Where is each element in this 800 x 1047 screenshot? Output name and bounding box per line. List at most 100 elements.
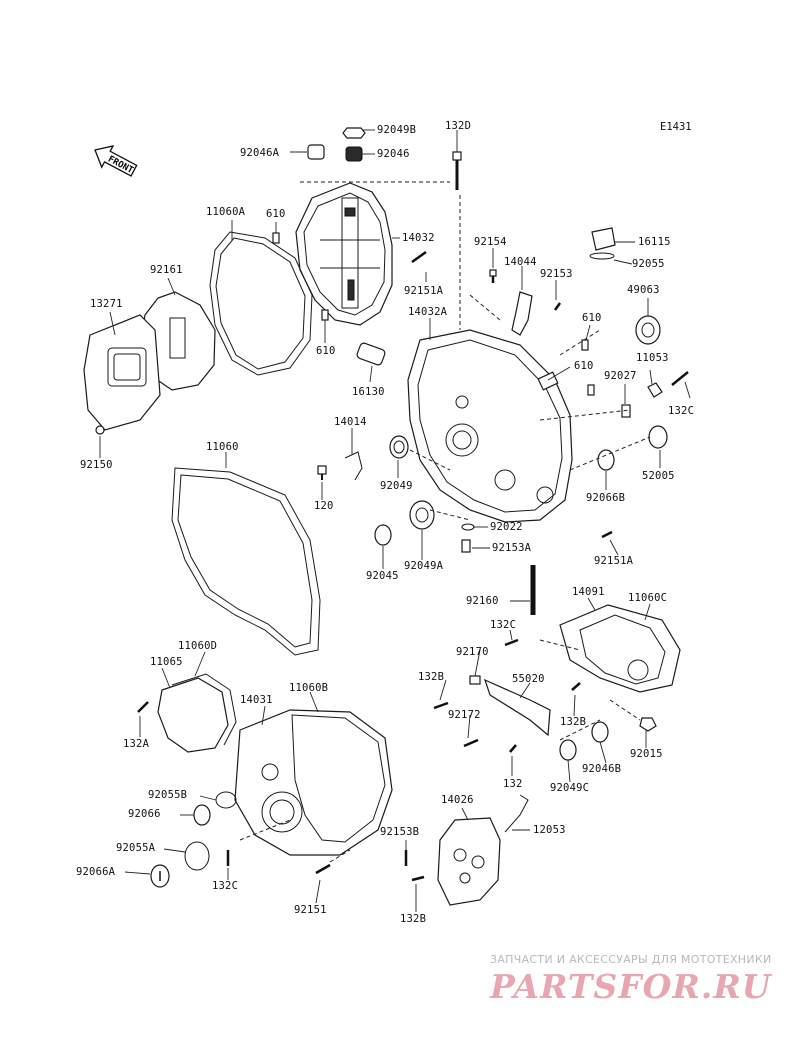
part-label[interactable]: 92046B (582, 763, 622, 775)
part-label[interactable]: 11060D (178, 640, 218, 652)
part-label[interactable]: 132C (490, 619, 517, 631)
dowel-610-a (272, 232, 280, 244)
bolt-92154 (489, 269, 497, 283)
plate-13271 (83, 314, 161, 431)
bracket-11053 (647, 382, 663, 398)
part-label[interactable]: 610 (574, 360, 594, 372)
part-label[interactable]: 14032 (402, 232, 435, 244)
lever-12053 (504, 794, 529, 833)
part-label[interactable]: 92153B (380, 826, 420, 838)
oring-92066B (597, 449, 615, 471)
part-label[interactable]: 92049A (404, 560, 444, 572)
part-label[interactable]: 11060 (206, 441, 239, 453)
bolt-132B-b (571, 682, 581, 691)
collar-92027 (621, 404, 631, 418)
part-label[interactable]: 13271 (90, 298, 123, 310)
part-label[interactable]: 14031 (240, 694, 273, 706)
part-label[interactable]: 49063 (627, 284, 660, 296)
part-label[interactable]: 92055B (148, 789, 188, 801)
watermark-logo: PARTSFOR.RU (490, 967, 772, 1006)
part-label[interactable]: 92160 (466, 595, 499, 607)
part-label[interactable]: 610 (266, 208, 286, 220)
part-label[interactable]: 92066A (76, 866, 116, 878)
part-label[interactable]: 14032A (408, 306, 448, 318)
part-label[interactable]: 14026 (441, 794, 474, 806)
cover-14031 (234, 709, 393, 856)
part-label[interactable]: 610 (316, 345, 336, 357)
part-label[interactable]: 120 (314, 500, 334, 512)
part-label[interactable]: 92151A (404, 285, 444, 297)
part-label[interactable]: 132D (445, 120, 472, 132)
part-label[interactable]: 132B (400, 913, 427, 925)
collar-92046B (591, 721, 609, 743)
part-label[interactable]: 92045 (366, 570, 399, 582)
part-label[interactable]: 92154 (474, 236, 507, 248)
part-label[interactable]: 92172 (448, 709, 481, 721)
part-label[interactable]: 92153 (540, 268, 573, 280)
clutch-cover-14032 (295, 182, 393, 326)
part-label[interactable]: 11060B (289, 682, 329, 694)
seal-92049A (409, 500, 435, 530)
part-label[interactable]: 92046 (377, 148, 410, 160)
part-label[interactable]: 92066 (128, 808, 161, 820)
part-label[interactable]: 92150 (80, 459, 113, 471)
part-label[interactable]: 92153A (492, 542, 532, 554)
collar-92046A (307, 144, 325, 160)
part-label[interactable]: 92055A (116, 842, 156, 854)
part-label[interactable]: 14044 (504, 256, 537, 268)
part-label[interactable]: 132B (418, 671, 445, 683)
part-label[interactable]: 92027 (604, 370, 637, 382)
part-label[interactable]: 16115 (638, 236, 671, 248)
part-label[interactable]: 52005 (642, 470, 675, 482)
part-label[interactable]: 92066B (586, 492, 626, 504)
bolt-92153 (553, 302, 562, 311)
part-label[interactable]: 92151A (594, 555, 634, 567)
part-label[interactable]: 610 (582, 312, 602, 324)
bolt-132 (509, 744, 517, 753)
bolt-132C-a (671, 371, 689, 386)
crankcase-cover-14032A (407, 329, 573, 523)
part-label[interactable]: 132C (212, 880, 239, 892)
part-label[interactable]: 92049C (550, 782, 590, 794)
part-label[interactable]: 11060C (628, 592, 668, 604)
nut-92049B (342, 127, 366, 139)
part-label[interactable]: 92055 (632, 258, 665, 270)
dowel-610-b (321, 309, 329, 321)
part-label[interactable]: 11060A (206, 206, 246, 218)
part-label[interactable]: 92049 (380, 480, 413, 492)
bolt-132D (452, 151, 462, 190)
plate-92161 (139, 291, 216, 391)
lever-14044 (511, 291, 533, 336)
part-label[interactable]: 12053 (533, 824, 566, 836)
part-label[interactable]: 92022 (490, 521, 523, 533)
part-label[interactable]: 92170 (456, 646, 489, 658)
dowel-610-d (587, 384, 595, 396)
part-label[interactable]: 55020 (512, 673, 545, 685)
part-label[interactable]: 92015 (630, 748, 663, 760)
gasket-11060C (579, 614, 666, 685)
part-label[interactable]: 132C (668, 405, 695, 417)
part-label[interactable]: 92046A (240, 147, 280, 159)
collar-92046 (345, 146, 363, 162)
part-label[interactable]: 11053 (636, 352, 669, 364)
bolt-92172 (463, 738, 479, 748)
part-label[interactable]: 132B (560, 716, 587, 728)
part-label[interactable]: 92151 (294, 904, 327, 916)
part-label[interactable]: 16130 (352, 386, 385, 398)
part-label[interactable]: 11065 (150, 656, 183, 668)
gasket-11060A (209, 231, 313, 376)
part-label[interactable]: 92049B (377, 124, 417, 136)
washer-92170 (469, 675, 481, 685)
seal-92045 (374, 524, 392, 546)
part-label[interactable]: 92161 (150, 264, 183, 276)
part-label[interactable]: 14014 (334, 416, 367, 428)
front-arrow-icon: FRONT (94, 145, 138, 177)
part-label[interactable]: 132A (123, 738, 150, 750)
seal-92049C (559, 739, 577, 761)
part-label[interactable]: 14091 (572, 586, 605, 598)
plug-92153A (461, 539, 471, 553)
part-label[interactable]: 132 (503, 778, 523, 790)
bolt-120 (317, 465, 327, 480)
oring-92055A (184, 841, 210, 871)
